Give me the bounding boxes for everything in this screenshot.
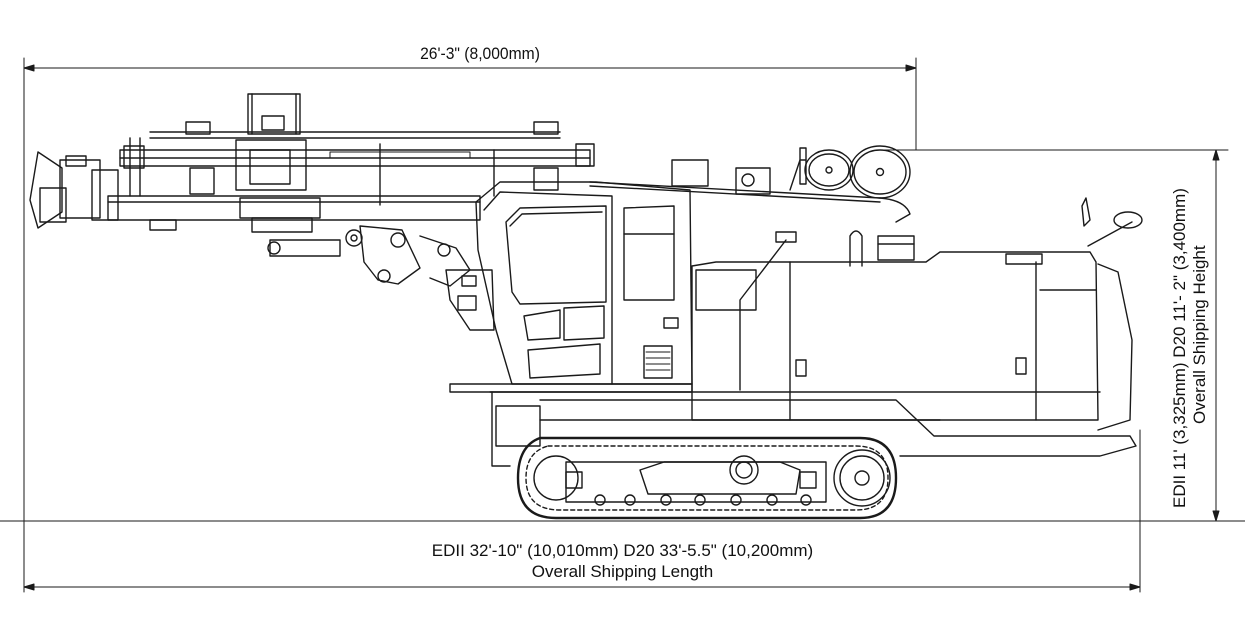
height-values: EDII 11' (3,325mm) D20 11'- 2" (3,400mm) xyxy=(1170,188,1189,508)
operator-cab xyxy=(475,181,693,385)
boom-assembly xyxy=(29,93,595,331)
engine-housing xyxy=(691,197,1143,431)
overall-length-caption: Overall Shipping Length xyxy=(531,562,714,581)
crawler-track xyxy=(516,436,898,520)
top-length-dimension: 26'-3" (8,000mm) xyxy=(420,44,540,63)
dimension-lines xyxy=(0,57,1245,593)
overall-length-values: EDII 32'-10" (10,010mm) D20 33'-5.5" (10… xyxy=(431,541,814,560)
chassis xyxy=(449,383,1137,467)
height-caption: Overall Shipping Height xyxy=(1190,245,1209,424)
hose-reels xyxy=(589,145,911,223)
